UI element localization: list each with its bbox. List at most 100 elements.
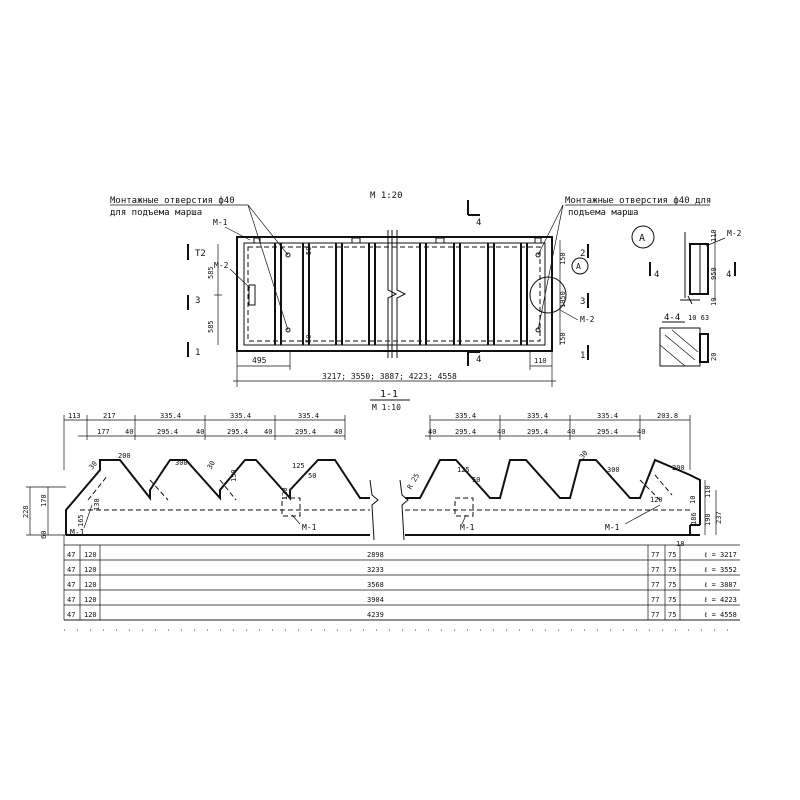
step-dim-300-right: 300 bbox=[607, 466, 620, 474]
plan-dim-150-top: 150 bbox=[559, 252, 567, 265]
detail-a-dim-110: 110 bbox=[710, 229, 718, 242]
sec-left-170: 170 bbox=[40, 494, 48, 507]
sec-dim-r-295-b: 295.4 bbox=[527, 428, 548, 436]
table-cell-l: ℓ = 3217 bbox=[704, 551, 737, 559]
sec-dim-40-d: 40 bbox=[334, 428, 342, 436]
step-dim-300-left: 300 bbox=[175, 459, 188, 467]
table-cell-d: 75 bbox=[668, 551, 676, 559]
plan-note-left-2: для подъема марша bbox=[110, 208, 202, 218]
section-m1-right: M-1 bbox=[605, 523, 620, 532]
detail-a-sec-left: 4 bbox=[654, 270, 659, 280]
sec-right-18: 18 bbox=[676, 540, 684, 548]
table-cell-b: 120 bbox=[84, 611, 97, 619]
section-title: 1-1 bbox=[380, 389, 398, 400]
length-table: 47 120 2898 77 75 ℓ = 3217 47 120 3233 77 75 ℓ = 35… bbox=[63, 535, 740, 631]
plan-dim-1050: 1050 bbox=[559, 291, 567, 308]
plan-section-2-right: 2 bbox=[580, 249, 585, 259]
table-cell-len: 3233 bbox=[367, 566, 384, 574]
step-dim-120-left: 120 bbox=[281, 487, 289, 500]
plan-section-4-bottom: 4 bbox=[476, 355, 481, 365]
plan-dim-150-bottom: 150 bbox=[559, 332, 567, 345]
detail-a-dim-10: 10 bbox=[710, 298, 718, 306]
step-dim-200-right: 200 bbox=[672, 464, 685, 472]
table-cell-d: 75 bbox=[668, 581, 676, 589]
section-m1-mid-right: M-1 bbox=[460, 523, 475, 532]
step-dim-125-right: 125 bbox=[457, 466, 470, 474]
sec-right-186: 186 bbox=[690, 512, 698, 525]
table-cell-l: ℓ = 4223 bbox=[704, 596, 737, 604]
sec-dim-295-b: 295.4 bbox=[227, 428, 248, 436]
plan-mark-m2-right: M-2 bbox=[580, 315, 595, 324]
sec-left-60: 60 bbox=[40, 531, 48, 539]
sec-dim-r-335-a: 335.4 bbox=[455, 412, 476, 420]
table-cell-l: ℓ = 3552 bbox=[704, 566, 737, 574]
table-cell-len: 3904 bbox=[367, 596, 384, 604]
plan-slab-outline bbox=[236, 236, 553, 352]
plan-section-1-left: 1 bbox=[195, 348, 200, 358]
plan-dim-50-top: 50 bbox=[305, 247, 313, 255]
table-cell-l: ℓ = 4558 bbox=[704, 611, 737, 619]
sec-dim-177: 177 bbox=[97, 428, 110, 436]
sec-dim-r-40-b: 40 bbox=[497, 428, 505, 436]
sec-dim-113: 113 bbox=[68, 412, 81, 420]
sec-dim-335-a: 335.4 bbox=[160, 412, 181, 420]
step-dim-30-b: 30 bbox=[206, 459, 217, 470]
sec-dim-295-c: 295.4 bbox=[295, 428, 316, 436]
table-cell-b: 120 bbox=[84, 596, 97, 604]
step-dim-50-left: 50 bbox=[308, 472, 316, 480]
table-cell-c: 77 bbox=[651, 581, 659, 589]
sec-left-165: 165 bbox=[77, 514, 85, 527]
sec-dim-r-335-c: 335.4 bbox=[597, 412, 618, 420]
plan-section-1-right: 1 bbox=[580, 351, 585, 361]
plan-mark-m1: M-1 bbox=[213, 218, 228, 227]
sec-right-110: 110 bbox=[704, 485, 712, 498]
detail-a-label: A bbox=[639, 233, 645, 244]
step-dim-30-right: 30 bbox=[578, 449, 590, 461]
plan-dim-50-bottom: 50 bbox=[305, 335, 313, 343]
detail-a-mark: M-2 bbox=[727, 229, 742, 238]
table-cell-c: 77 bbox=[651, 566, 659, 574]
sec-dim-r-40-a: 40 bbox=[428, 428, 436, 436]
sec-dim-335-c: 335.4 bbox=[298, 412, 319, 420]
table-cell-d: 75 bbox=[668, 566, 676, 574]
sec-dim-40-c: 40 bbox=[264, 428, 272, 436]
step-dim-30-a: 30 bbox=[87, 460, 99, 472]
table-cell-l: ℓ = 3887 bbox=[704, 581, 737, 589]
plan-dim-495: 495 bbox=[252, 356, 267, 365]
table-cell-b: 120 bbox=[84, 551, 97, 559]
plan-dim-585-bottom: 585 bbox=[207, 320, 215, 333]
detail-a-sec-right: 4 bbox=[726, 270, 731, 280]
table-cell-c: 77 bbox=[651, 611, 659, 619]
step-dim-200-left: 200 bbox=[118, 452, 131, 460]
sec-dim-40-b: 40 bbox=[196, 428, 204, 436]
table-cell-a: 47 bbox=[67, 611, 75, 619]
sec-left-130: 130 bbox=[93, 498, 101, 511]
sec-dim-217: 217 bbox=[103, 412, 116, 420]
stair-profile-right bbox=[405, 458, 701, 525]
table-cell-b: 120 bbox=[84, 581, 97, 589]
section-m1-mid: M-1 bbox=[302, 523, 317, 532]
sec-left-228: 228 bbox=[22, 505, 30, 518]
plan-section-4-top: 4 bbox=[476, 218, 481, 228]
table-cell-a: 47 bbox=[67, 581, 75, 589]
step-dim-120-right: 120 bbox=[650, 496, 663, 504]
plan-overall-lengths: 3217; 3550; 3887; 4223; 4558 bbox=[322, 372, 457, 381]
sec-dim-295-a: 295.4 bbox=[157, 428, 178, 436]
plan-note-right-2: подъема марша bbox=[568, 208, 638, 218]
sec-dim-r-295-a: 295.4 bbox=[455, 428, 476, 436]
plan-callout-a: A bbox=[576, 262, 581, 271]
plan-note-right-1: Монтажные отверстия ф40 для bbox=[565, 196, 711, 206]
sec-right-10: 10 bbox=[689, 496, 697, 504]
sec-dim-335-b: 335.4 bbox=[230, 412, 251, 420]
section-1-1: 1-1 M 1:10 113 217 335.4 335.4 335.4 177… bbox=[22, 389, 723, 548]
stair-profile-left bbox=[65, 459, 370, 535]
plan-section-3-right: 3 bbox=[580, 297, 585, 307]
detail-a-dim-20: 20 bbox=[710, 353, 718, 361]
detail-a-dim-950: 950 bbox=[710, 267, 718, 280]
table-cell-len: 2898 bbox=[367, 551, 384, 559]
plan-section-2-left: T2 bbox=[195, 249, 206, 259]
sec-dim-r-335-b: 335.4 bbox=[527, 412, 548, 420]
table-cell-c: 77 bbox=[651, 551, 659, 559]
sec-dim-r-40-d: 40 bbox=[637, 428, 645, 436]
table-cell-d: 75 bbox=[668, 596, 676, 604]
